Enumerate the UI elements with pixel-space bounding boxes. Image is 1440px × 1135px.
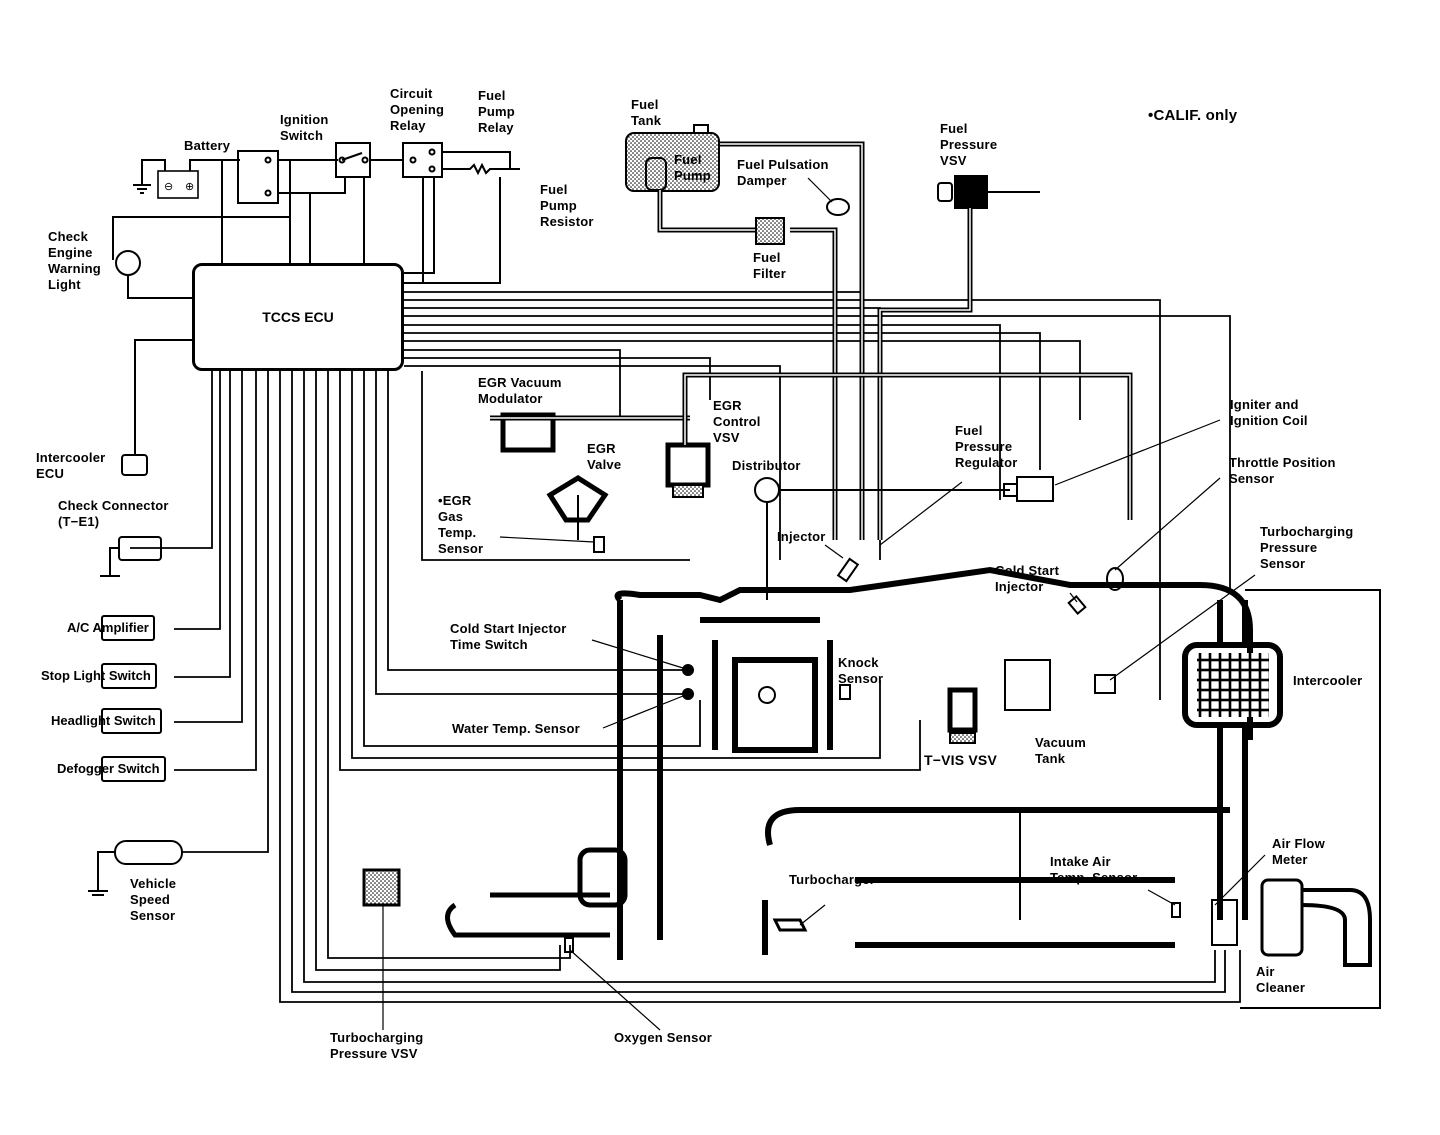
battery-label: Battery — [184, 138, 231, 153]
fuel-filter — [755, 217, 785, 245]
injector — [836, 557, 860, 583]
igniter-coil-label: Igniter and Ignition Coil — [1230, 397, 1308, 428]
turbocharger-label: Turbocharger — [789, 872, 875, 887]
sensor-wire-right — [1240, 589, 1381, 1009]
intake-pipes — [762, 807, 1230, 955]
igniter-coil — [1003, 476, 1054, 502]
intake-air-temp-sensor-label: Intake Air Temp. Sensor — [1050, 854, 1138, 885]
water-temp-sensor — [682, 688, 694, 700]
ecu-input-wires — [130, 371, 1241, 1003]
egr-gas-temp-sensor-label: •EGR Gas Temp. Sensor — [438, 493, 484, 556]
oxygen-sensor — [564, 937, 574, 953]
fuel-pump-relay — [402, 142, 443, 178]
intake-air-temp-sensor — [1171, 902, 1181, 918]
check-engine-light-label: Check Engine Warning Light — [48, 229, 101, 292]
svg-text:⊕: ⊕ — [185, 181, 194, 193]
fuel-pump — [645, 157, 667, 191]
egr-gas-temp-sensor — [593, 536, 605, 553]
fuel-pulsation-damper — [826, 198, 850, 216]
vehicle-speed-sensor-label: Vehicle Speed Sensor — [130, 876, 177, 923]
calif-note: •CALIF. only — [1148, 107, 1238, 124]
distributor-label: Distributor — [732, 458, 801, 473]
egr-control-vsv-label: EGR Control VSV — [713, 398, 761, 445]
intercooler — [1182, 600, 1283, 920]
ac-amplifier-label: A/C Amplifier — [67, 620, 149, 635]
tccs-ecu[interactable]: TCCS ECU — [192, 263, 404, 371]
fuel-pump-label: Fuel Pump — [674, 152, 711, 183]
turbocharging-pressure-vsv-label: Turbocharging Pressure VSV — [330, 1030, 424, 1061]
cold-start-injector-label: Cold Start Injector — [995, 563, 1060, 594]
exhaust — [445, 847, 628, 938]
stop-light-switch: Stop Light Switch — [41, 663, 157, 689]
fuel-pump-resistor-label: Fuel Pump Resistor — [540, 182, 594, 229]
check-engine-light-icon — [115, 250, 141, 276]
intercooler-ecu-wire — [134, 339, 192, 455]
fuel-pulsation-damper-label: Fuel Pulsation Damper — [737, 157, 829, 188]
t-vis-vsv — [947, 687, 978, 744]
throttle-position-sensor-label: Throttle Position Sensor — [1229, 455, 1336, 486]
battery: ⊖ ⊕ — [157, 170, 199, 199]
circuit-opening-relay — [335, 142, 371, 178]
intercooler-ecu — [121, 454, 148, 476]
ac-amplifier: A/C Amplifier — [67, 615, 155, 641]
cold-start-time-switch — [682, 664, 694, 676]
ecu-power-wires — [221, 160, 311, 263]
air-flow-meter-label: Air Flow Meter — [1272, 836, 1325, 867]
ignition-switch-label: Ignition Switch — [280, 112, 329, 143]
fuel-pressure-regulator-label: Fuel Pressure Regulator — [955, 423, 1018, 470]
vehicle-speed-sensor — [88, 840, 183, 896]
injector-label: Injector — [777, 529, 826, 544]
stop-light-switch-label: Stop Light Switch — [41, 668, 151, 683]
fuel-pressure-vsv-label: Fuel Pressure VSV — [940, 121, 998, 168]
leader-lines — [499, 419, 1266, 1031]
egr-control-vsv — [665, 372, 1133, 520]
turbocharging-pressure-sensor-label: Turbocharging Pressure Sensor — [1260, 524, 1354, 571]
check-engine-wire — [112, 216, 290, 260]
egr-valve — [546, 475, 609, 540]
cold-start-injector — [1067, 595, 1087, 615]
fuel-pump-relay-label: Fuel Pump Relay — [478, 88, 515, 135]
fuel-pressure-vsv — [877, 175, 1040, 540]
egr-valve-label: EGR Valve — [587, 441, 622, 472]
cold-start-time-switch-label: Cold Start Injector Time Switch — [450, 621, 567, 652]
egr-vacuum-modulator-label: EGR Vacuum Modulator — [478, 375, 562, 406]
ignition-switch[interactable] — [237, 150, 279, 204]
intercooler-label: Intercooler — [1293, 673, 1363, 688]
piston-pin — [758, 686, 776, 704]
air-cleaner-label: Air Cleaner — [1256, 964, 1306, 995]
headlight-switch: Headlight Switch — [51, 708, 162, 734]
water-temp-sensor-label: Water Temp. Sensor — [452, 721, 580, 736]
throttle-position-sensor — [1106, 567, 1124, 591]
defogger-switch: Defogger Switch — [57, 756, 166, 782]
vacuum-tank — [1004, 659, 1051, 711]
egr-vacuum-modulator — [490, 412, 690, 453]
svg-text:⊖: ⊖ — [164, 181, 173, 193]
t-vis-vsv-label: T−VIS VSV — [924, 752, 997, 768]
power-wires — [278, 151, 520, 283]
ground-icon — [133, 184, 151, 194]
knock-sensor — [839, 684, 851, 700]
air-flow-meter — [1211, 878, 1372, 967]
oxygen-sensor-label: Oxygen Sensor — [614, 1030, 712, 1045]
turbocharger — [772, 918, 808, 932]
fuel-tank-label: Fuel Tank — [631, 97, 662, 128]
battery-wire — [189, 159, 240, 171]
fuel-filter-label: Fuel Filter — [753, 250, 786, 281]
ecu-output-wires — [404, 291, 1231, 700]
headlight-switch-label: Headlight Switch — [51, 713, 156, 728]
distributor — [754, 477, 780, 503]
turbocharging-pressure-vsv — [362, 868, 401, 907]
defogger-switch-label: Defogger Switch — [57, 761, 160, 776]
check-connector-label: Check Connector (T−E1) — [58, 498, 169, 529]
circuit-opening-relay-label: Circuit Opening Relay — [390, 86, 445, 133]
vacuum-tank-label: Vacuum Tank — [1035, 735, 1087, 766]
intercooler-ecu-label: Intercooler ECU — [36, 450, 106, 481]
turbocharging-pressure-sensor — [1094, 674, 1116, 694]
ground-wire-battery — [141, 159, 166, 185]
knock-sensor-label: Knock Sensor — [838, 655, 884, 686]
